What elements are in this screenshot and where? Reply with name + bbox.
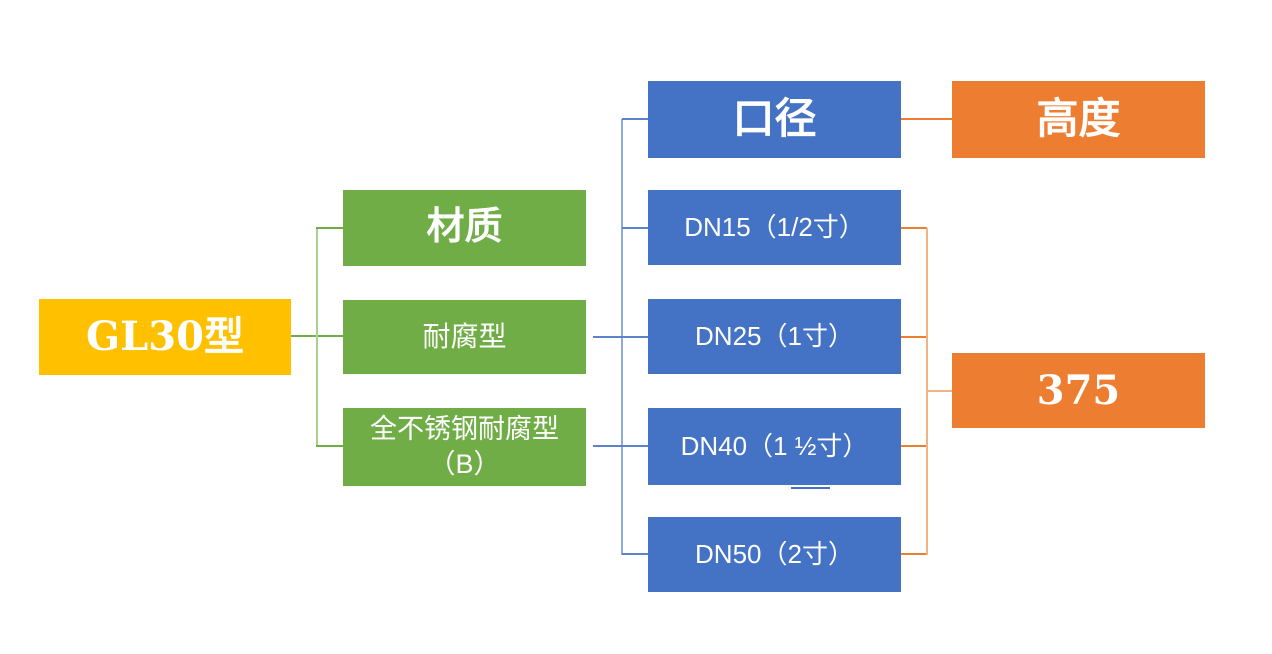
node-diameter-header: 口径: [648, 81, 901, 158]
node-height-header-label: 高度: [1036, 94, 1121, 144]
connector-diameter-header-stub: [622, 118, 648, 120]
node-diameter-header-label: 口径: [732, 94, 817, 144]
node-material-item-label: 全不锈钢耐腐型 （B）: [370, 413, 559, 479]
node-dn25: DN25（1寸）: [648, 299, 901, 374]
connector-dn15-right-stub: [901, 227, 927, 229]
connector-dn25-right-stub: [901, 336, 927, 338]
connector-material-header-stub: [316, 227, 343, 229]
connector-dn50-right-stub: [901, 553, 927, 555]
connector-stainless-to-dn40: [593, 445, 648, 447]
connector-to-375: [927, 390, 952, 392]
node-root-label: GL30型: [86, 313, 244, 360]
node-material-item-naifu: 耐腐型: [343, 300, 586, 374]
node-dn40: DN40（1 ½寸）: [648, 408, 901, 485]
node-dn15: DN15（1/2寸）: [648, 190, 901, 265]
connector-dn50-stub: [622, 553, 648, 555]
connector-naifu-to-dn25: [593, 336, 648, 338]
node-material-header: 材质: [343, 190, 586, 266]
connector-koujing-to-gaodu: [901, 118, 952, 120]
node-height-value: 375: [952, 353, 1205, 428]
connector-dn15-stub: [622, 227, 648, 229]
node-height-value-label: 375: [1036, 366, 1121, 414]
node-dn40-label: DN40（1 ½寸）: [680, 430, 869, 461]
node-dn50: DN50（2寸）: [648, 517, 901, 592]
node-material-header-label: 材质: [426, 206, 503, 249]
node-height-header: 高度: [952, 81, 1205, 158]
connector-material-vertical: [316, 227, 318, 447]
node-dn25-label: DN25（1寸）: [695, 320, 854, 351]
connector-dn40-right-stub: [901, 445, 927, 447]
node-material-item-label: 耐腐型: [422, 320, 507, 352]
node-dn50-label: DN50（2寸）: [695, 538, 854, 569]
node-root-gl30: GL30型: [39, 299, 291, 375]
node-material-item-stainless: 全不锈钢耐腐型 （B）: [343, 408, 586, 486]
stray-underline-mark: [791, 487, 830, 489]
node-dn15-label: DN15（1/2寸）: [684, 211, 865, 242]
connector-material-item2-stub: [316, 445, 343, 447]
